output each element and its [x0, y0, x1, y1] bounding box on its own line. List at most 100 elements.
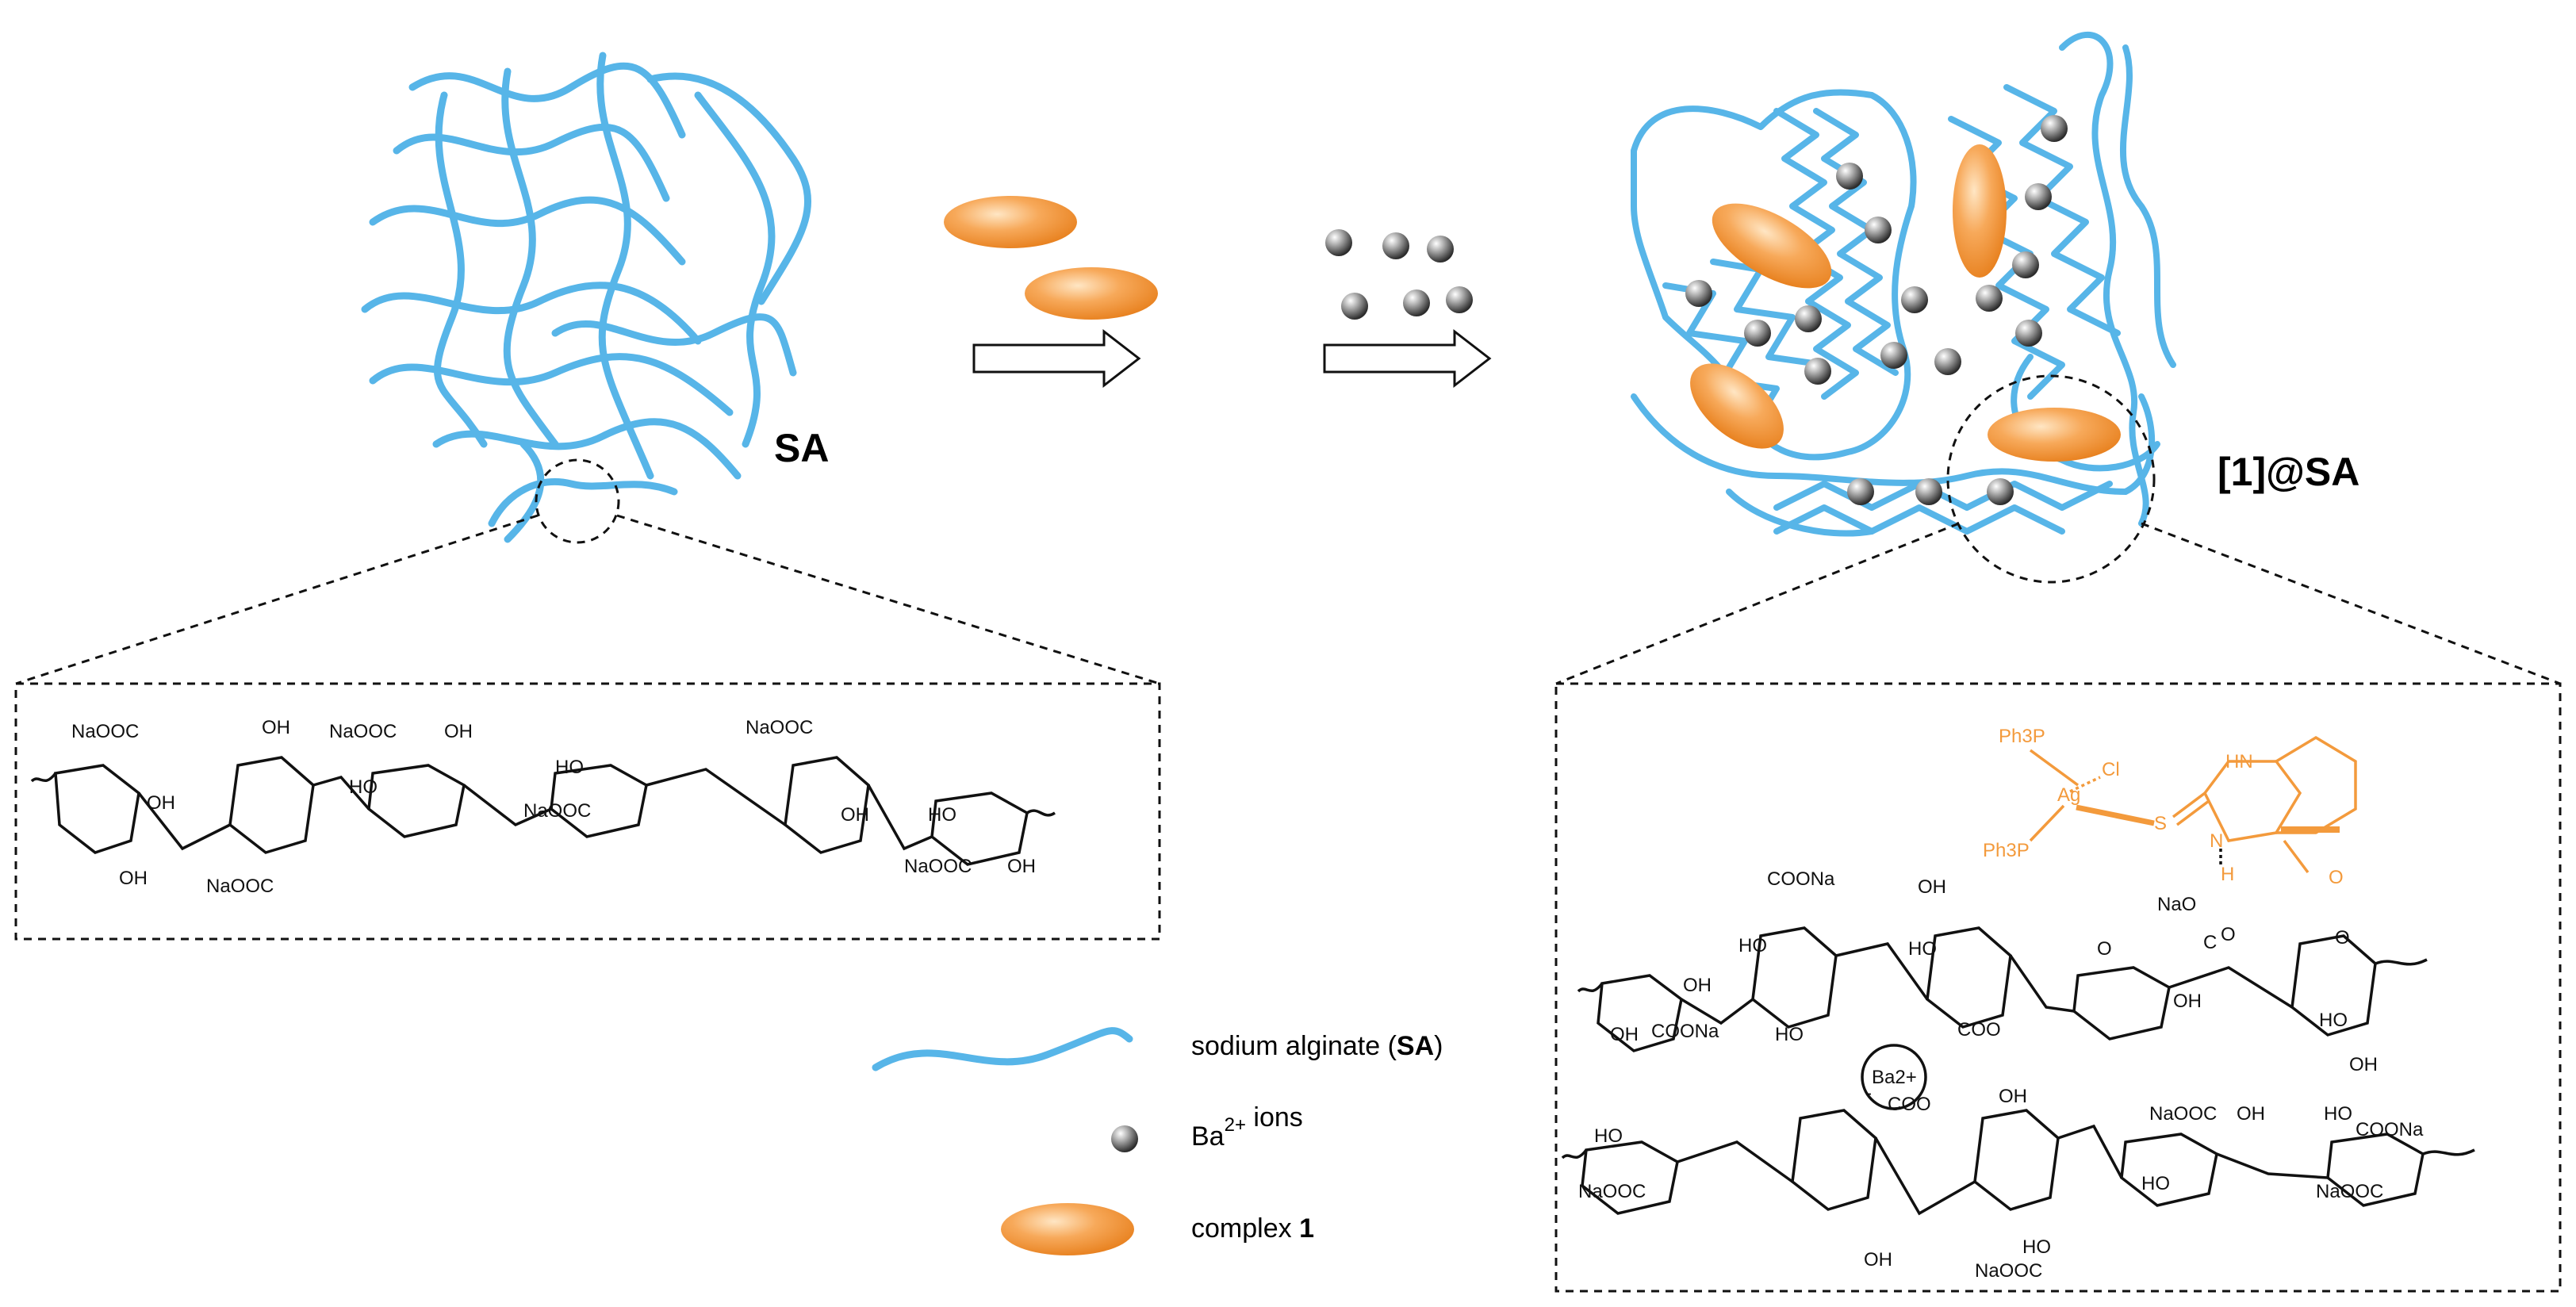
chem-cl: Cl: [2102, 759, 2120, 780]
chem-ho-r1: HO: [1738, 935, 1767, 956]
chem-s: S: [2154, 813, 2167, 834]
sphere-ion-icon: [1880, 342, 1907, 369]
ellipse-complex-icon: [1712, 203, 1832, 289]
chem-ag: Ag: [2057, 784, 2080, 806]
sphere-ion-icon: [1795, 305, 1822, 332]
complex-ellipses-right: [1690, 144, 2121, 462]
legend-alginate-prefix: sodium alginate (: [1191, 1031, 1397, 1061]
chem-oh-1: OH: [147, 792, 175, 814]
arrow-2: [1323, 328, 1492, 389]
chem-ph3p-2: Ph3P: [1983, 840, 2030, 861]
sphere-ion-icon: [1865, 217, 1892, 243]
silver-complex-structure: [2029, 735, 2357, 874]
sphere-ion-icon: [2015, 320, 2042, 347]
complex-ellipses-middle: [944, 196, 1158, 320]
chem-minus: -: [1865, 1083, 1872, 1104]
chem-oh-r8: OH: [1864, 1249, 1892, 1271]
legend-complex-prefix: complex: [1191, 1213, 1299, 1244]
ellipse-complex-icon: [1690, 363, 1784, 449]
arrow-right-icon: [1323, 328, 1492, 389]
chem-oh-r4: OH: [2173, 991, 2202, 1012]
chem-naooc-r1: NaOOC: [1578, 1181, 1646, 1202]
legend-chain-icon: [872, 1027, 1133, 1071]
ellipse-complex-icon: [944, 196, 1077, 248]
structure-labels-left: NaOOC OH OH OH NaOOC NaOOC OH HO NaOOC H…: [71, 717, 1036, 897]
chem-naooc-4: NaOOC: [523, 800, 591, 822]
ion-balls-middle: [1325, 229, 1473, 320]
sphere-ion-icon: [1341, 293, 1368, 320]
sphere-ion-icon: [1382, 232, 1409, 259]
sphere-ion-icon: [1976, 285, 2003, 312]
chem-ho-3: HO: [928, 804, 956, 826]
chem-oh-2: OH: [119, 868, 148, 889]
chem-o-r3: O: [2335, 927, 2350, 949]
chem-ho-r7: HO: [2324, 1103, 2352, 1125]
legend-alginate-text: sodium alginate (SA): [1191, 1031, 1443, 1061]
chem-coo-2: COO: [1888, 1094, 1931, 1115]
chem-ho-r3: HO: [1775, 1024, 1804, 1045]
chem-oh-r1: OH: [1918, 876, 1946, 898]
chem-ba: Ba2+: [1872, 1067, 1917, 1088]
chem-oh-5: OH: [841, 804, 869, 826]
sphere-ion-icon: [1427, 236, 1454, 263]
chem-ho-r2: HO: [1908, 938, 1937, 960]
chem-ho-r6: HO: [2141, 1173, 2170, 1194]
chem-o-r2: O: [2097, 938, 2112, 960]
zoom-indicator-right: [1554, 374, 2562, 1293]
legend-complex-text: complex 1: [1191, 1213, 1314, 1244]
chem-oh-r3: OH: [1610, 1024, 1639, 1045]
sphere-ion-icon: [2025, 183, 2052, 210]
alginate-structure-right: [1561, 926, 2475, 1216]
legend-ba-sup: 2+: [1225, 1114, 1246, 1136]
chem-h: H: [2221, 864, 2234, 885]
legend-ba-suffix: ions: [1246, 1102, 1303, 1133]
arrow-right-icon: [972, 328, 1141, 389]
complex-labels: Ph3P Ph3P Ag Cl S HN N H O: [1983, 726, 2344, 888]
chem-oh-6: OH: [1007, 856, 1036, 877]
chem-ho-r8: HO: [2022, 1236, 2051, 1258]
sphere-ion-icon: [1446, 286, 1473, 313]
sphere-ion-icon: [1987, 478, 2014, 505]
chem-naooc-r2: NaOOC: [2149, 1103, 2217, 1125]
sphere-ion-icon: [2012, 251, 2039, 278]
ion-balls-right: [1685, 115, 2068, 505]
chem-c: C: [2203, 932, 2217, 953]
sphere-ion-icon: [1325, 229, 1352, 256]
sphere-ion-icon: [1934, 348, 1961, 375]
legend: sodium alginate (SA) Ba2+ ions complex 1: [872, 1027, 1443, 1255]
sphere-ion-icon: [1111, 1125, 1138, 1152]
alginate-network-left: [361, 52, 812, 543]
chem-naooc-3: NaOOC: [329, 721, 397, 742]
chem-oh-r7: OH: [2237, 1103, 2265, 1125]
zoom-indicator-left: [14, 458, 1161, 941]
chem-naooc-2: NaOOC: [206, 876, 274, 897]
chem-coo: COO: [1957, 1019, 2001, 1041]
sphere-ion-icon: [1685, 280, 1712, 307]
ellipse-complex-icon: [1025, 267, 1158, 320]
chem-oh-4: OH: [444, 721, 473, 742]
sphere-ion-icon: [1744, 320, 1771, 347]
chem-nao: NaO: [2157, 894, 2196, 915]
chem-oh-3: OH: [262, 717, 290, 738]
chem-naooc-5: NaOOC: [746, 717, 813, 738]
legend-ba-prefix: Ba: [1191, 1121, 1225, 1152]
chem-naooc-r3: NaOOC: [2316, 1181, 2383, 1202]
chem-oh-r6: OH: [1999, 1086, 2027, 1107]
chem-ho-1: HO: [349, 776, 378, 798]
sphere-ion-icon: [1901, 286, 1928, 313]
sphere-ion-icon: [2041, 115, 2068, 142]
label-sa: SA: [774, 426, 829, 470]
sphere-ion-icon: [1836, 163, 1863, 190]
sphere-ion-icon: [1915, 478, 1942, 505]
legend-complex-number: 1: [1299, 1213, 1314, 1244]
ellipse-complex-icon: [1953, 144, 2007, 278]
ellipse-complex-icon: [1988, 408, 2121, 462]
chem-o-r1: O: [2221, 924, 2236, 945]
legend-alginate-abbr: SA: [1397, 1031, 1434, 1061]
chem-ho-r4: HO: [2319, 1010, 2348, 1031]
chem-ph3p-1: Ph3P: [1999, 726, 2045, 747]
structure-labels-right: COONa HO OH HO OH COONa OH HO COO NaO C …: [1578, 868, 2424, 1282]
chem-coona-3: COONa: [2356, 1119, 2424, 1140]
chem-coona-2: COONa: [1651, 1021, 1719, 1042]
